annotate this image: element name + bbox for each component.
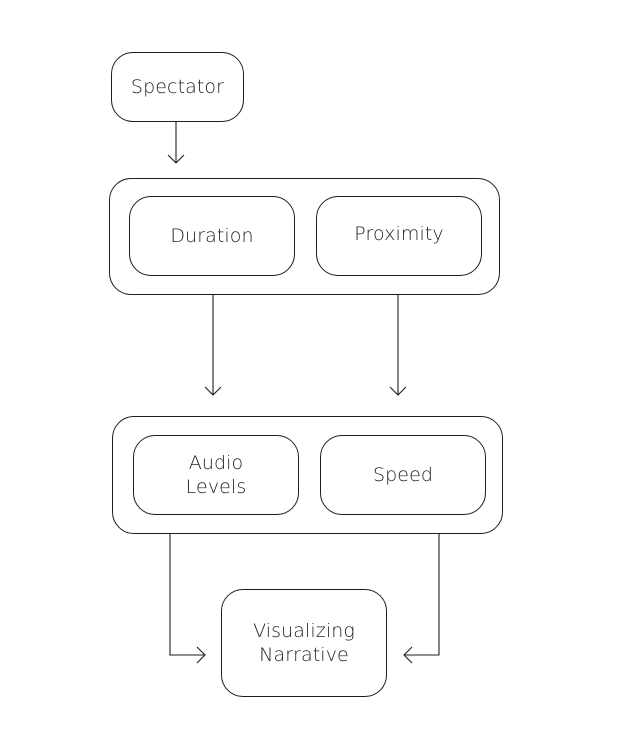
node-spectator: Spectator — [111, 52, 244, 122]
node-duration: Duration — [129, 196, 295, 276]
arrow-right-to-visualizing — [403, 534, 440, 664]
arrow-duration-down — [204, 295, 222, 396]
node-visualizing-narrative: Visualizing Narrative — [221, 589, 387, 697]
node-spectator-label: Spectator — [130, 76, 225, 98]
node-audio-levels-label: Audio Levels — [185, 452, 247, 498]
node-proximity: Proximity — [316, 196, 482, 276]
node-proximity-label: Proximity — [354, 223, 444, 245]
arrow-spectator-to-inputs — [167, 122, 185, 164]
node-duration-label: Duration — [170, 225, 254, 247]
node-speed-label: Speed — [372, 464, 434, 486]
node-audio-levels: Audio Levels — [133, 435, 299, 515]
arrow-left-to-visualizing — [169, 534, 206, 664]
arrow-proximity-down — [389, 295, 407, 396]
node-visualizing-narrative-label: Visualizing Narrative — [253, 620, 355, 666]
node-speed: Speed — [320, 435, 486, 515]
